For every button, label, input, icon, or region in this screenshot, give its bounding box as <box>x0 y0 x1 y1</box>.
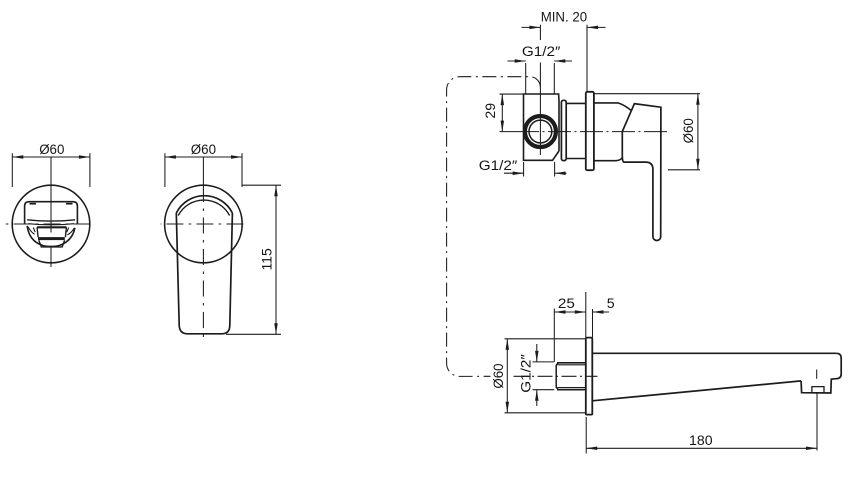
svg-text:MIN. 20: MIN. 20 <box>541 10 588 26</box>
svg-text:G1/2″: G1/2″ <box>479 158 518 174</box>
svg-text:180: 180 <box>689 433 713 449</box>
svg-text:Ø60: Ø60 <box>491 363 507 388</box>
svg-text:5: 5 <box>607 296 615 312</box>
svg-text:Ø60: Ø60 <box>191 142 216 158</box>
svg-text:Ø60: Ø60 <box>681 118 697 143</box>
svg-text:G1/2″: G1/2″ <box>522 44 561 60</box>
svg-text:29: 29 <box>483 103 499 119</box>
svg-text:115: 115 <box>260 248 276 270</box>
svg-text:Ø60: Ø60 <box>39 142 64 158</box>
svg-text:G1/2″: G1/2″ <box>519 354 535 393</box>
svg-text:25: 25 <box>558 296 575 312</box>
